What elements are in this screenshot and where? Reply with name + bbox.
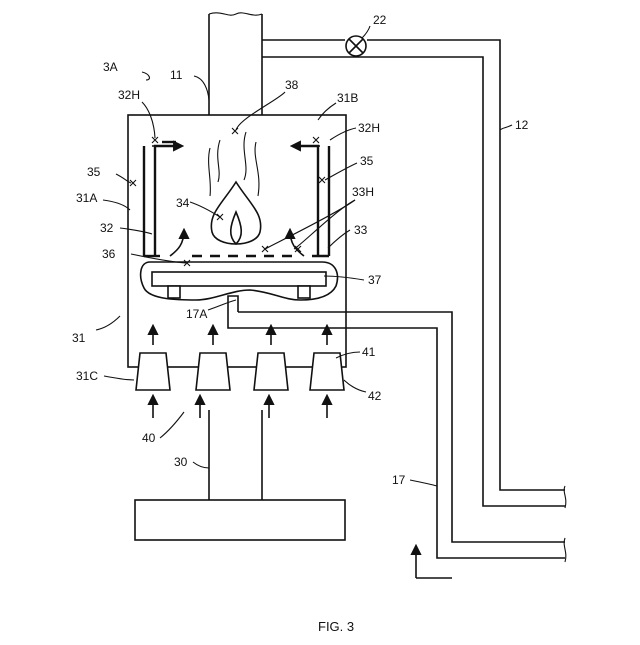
gas-pipe — [228, 296, 566, 562]
flame-34 — [211, 182, 260, 244]
label-31: 31 — [72, 331, 86, 345]
label-38: 38 — [285, 78, 299, 92]
label-11: 11 — [170, 68, 183, 82]
air-arrows-bottom — [153, 396, 327, 418]
label-42: 42 — [368, 389, 382, 403]
exhaust-duct — [209, 13, 262, 115]
label-37: 37 — [368, 273, 382, 287]
gas-inlet-arrow — [416, 546, 452, 578]
label-31C: 31C — [76, 369, 98, 383]
label-32H-left: 32H — [118, 88, 140, 102]
label-12: 12 — [515, 118, 529, 132]
label-34: 34 — [176, 196, 190, 210]
label-17A: 17A — [186, 307, 207, 321]
label-33H: 33H — [352, 185, 374, 199]
label-30: 30 — [174, 455, 188, 469]
burner-foot-left — [168, 286, 180, 298]
label-35-left: 35 — [87, 165, 101, 179]
figure-label: FIG. 3 — [318, 619, 354, 634]
air-arrows-top — [153, 326, 327, 345]
housing-box — [128, 115, 346, 367]
air-supply-duct — [135, 410, 345, 540]
label-33: 33 — [354, 223, 368, 237]
label-17: 17 — [392, 473, 406, 487]
heat-exchanger-pipes — [144, 142, 329, 256]
label-31B: 31B — [337, 91, 358, 105]
burner-plate-37 — [152, 272, 326, 286]
label-36: 36 — [102, 247, 116, 261]
label-22: 22 — [373, 13, 387, 27]
valve-22 — [346, 36, 366, 56]
label-31A: 31A — [76, 191, 97, 205]
label-41: 41 — [362, 345, 376, 359]
burner-foot-right — [298, 286, 310, 298]
label-3A: 3A — [103, 60, 118, 74]
label-40: 40 — [142, 431, 156, 445]
label-32H-right: 32H — [358, 121, 380, 135]
marker-crosses — [130, 128, 325, 266]
label-32: 32 — [100, 221, 114, 235]
fan-units — [136, 353, 344, 390]
label-35-right: 35 — [360, 154, 374, 168]
